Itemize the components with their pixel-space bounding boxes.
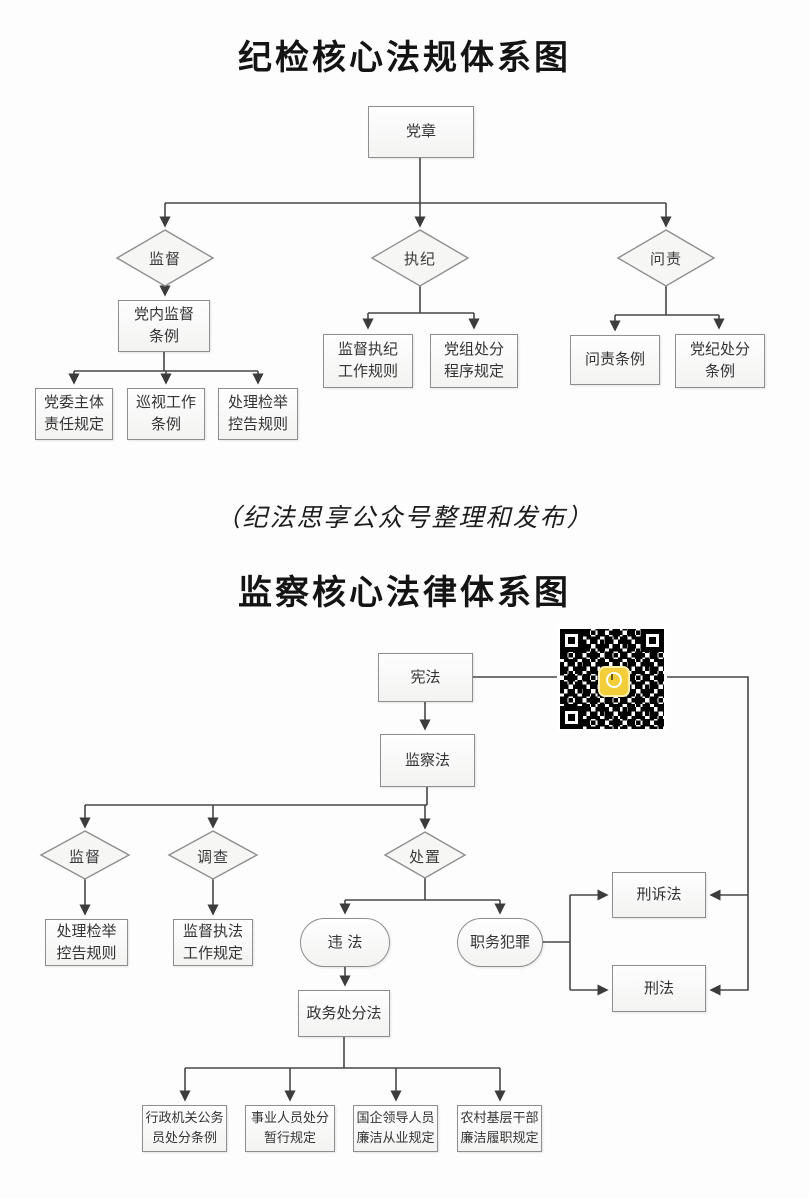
qrcode xyxy=(557,626,667,732)
chart2-title: 监察核心法律体系图 xyxy=(238,573,571,613)
qr-finder-core xyxy=(568,714,575,721)
node-party-committee-duty-regulation: 党委主体 责任规定 xyxy=(35,388,113,440)
qr-logo-ring-icon xyxy=(606,672,622,688)
diamond-dispose-shape xyxy=(383,831,467,879)
node-public-institution-punishment-provision: 事业人员处分 暂行规定 xyxy=(245,1105,335,1152)
node-report-complaint-rules-2: 处理检举 控告规则 xyxy=(45,919,128,966)
chart1-connectors xyxy=(68,158,725,385)
node-civil-servant-punishment-regulation: 行政机关公务 员处分条例 xyxy=(142,1105,227,1152)
publisher-note: （纪法思享公众号整理和发布） xyxy=(215,503,594,532)
node-constitution: 宪法 xyxy=(378,653,473,702)
node-criminal-law: 刑法 xyxy=(612,965,706,1012)
node-supervision-law: 监察法 xyxy=(380,734,475,787)
node-accountability-regulation: 问责条例 xyxy=(570,335,660,385)
diamond-supervise-1-shape xyxy=(115,229,215,287)
diamond-investigate-shape xyxy=(167,830,259,880)
node-report-complaint-rules-1: 处理检举 控告规则 xyxy=(218,388,298,440)
node-inner-party-supervision-regulation: 党内监督 条例 xyxy=(118,300,210,352)
qr-finder-bottom-left xyxy=(560,706,583,729)
node-soe-leader-integrity-regulation: 国企领导人员 廉洁从业规定 xyxy=(353,1105,438,1152)
diamond-accountability-label: 问责 xyxy=(649,250,682,268)
node-criminal-procedure-law: 刑诉法 xyxy=(612,872,706,918)
qr-finder-top-left xyxy=(560,629,583,652)
qr-logo xyxy=(598,666,630,697)
node-illegal-act: 违 法 xyxy=(300,918,390,967)
node-duty-crime: 职务犯罪 xyxy=(457,918,543,967)
node-discipline-enforcement-work-rules: 监督执纪 工作规则 xyxy=(323,334,413,388)
diamond-supervise-1-label: 监督 xyxy=(148,250,181,268)
node-rural-cadre-integrity-regulation: 农村基层干部 廉洁履职规定 xyxy=(457,1105,542,1152)
diamond-discipline-label: 执纪 xyxy=(403,250,436,268)
chart1-title: 纪检核心法规体系图 xyxy=(238,38,571,78)
diamond-investigate-label: 调查 xyxy=(196,848,229,866)
node-government-sanctions-law: 政务处分法 xyxy=(298,990,390,1037)
qr-finder-core xyxy=(649,637,656,644)
node-party-group-punishment-procedure: 党组处分 程序规定 xyxy=(430,334,518,388)
node-party-discipline-punishment-regulation: 党纪处分 条例 xyxy=(675,334,765,388)
qr-logo-dot-icon xyxy=(611,674,613,680)
diamond-dispose-label: 处置 xyxy=(408,848,441,866)
qr-finder-core xyxy=(568,637,575,644)
node-party-constitution: 党章 xyxy=(368,106,474,158)
diamond-supervise-2-label: 监督 xyxy=(68,848,101,866)
qr-finder-top-right xyxy=(641,629,664,652)
diamond-supervise-2-shape xyxy=(39,830,131,880)
diamond-accountability-shape xyxy=(616,229,716,287)
diamond-discipline-shape xyxy=(370,229,470,287)
decision-diamonds xyxy=(39,229,716,880)
node-supervision-law-enforcement-regulation: 监督执法 工作规定 xyxy=(173,919,253,966)
node-inspection-work-regulation: 巡视工作 条例 xyxy=(127,388,205,440)
